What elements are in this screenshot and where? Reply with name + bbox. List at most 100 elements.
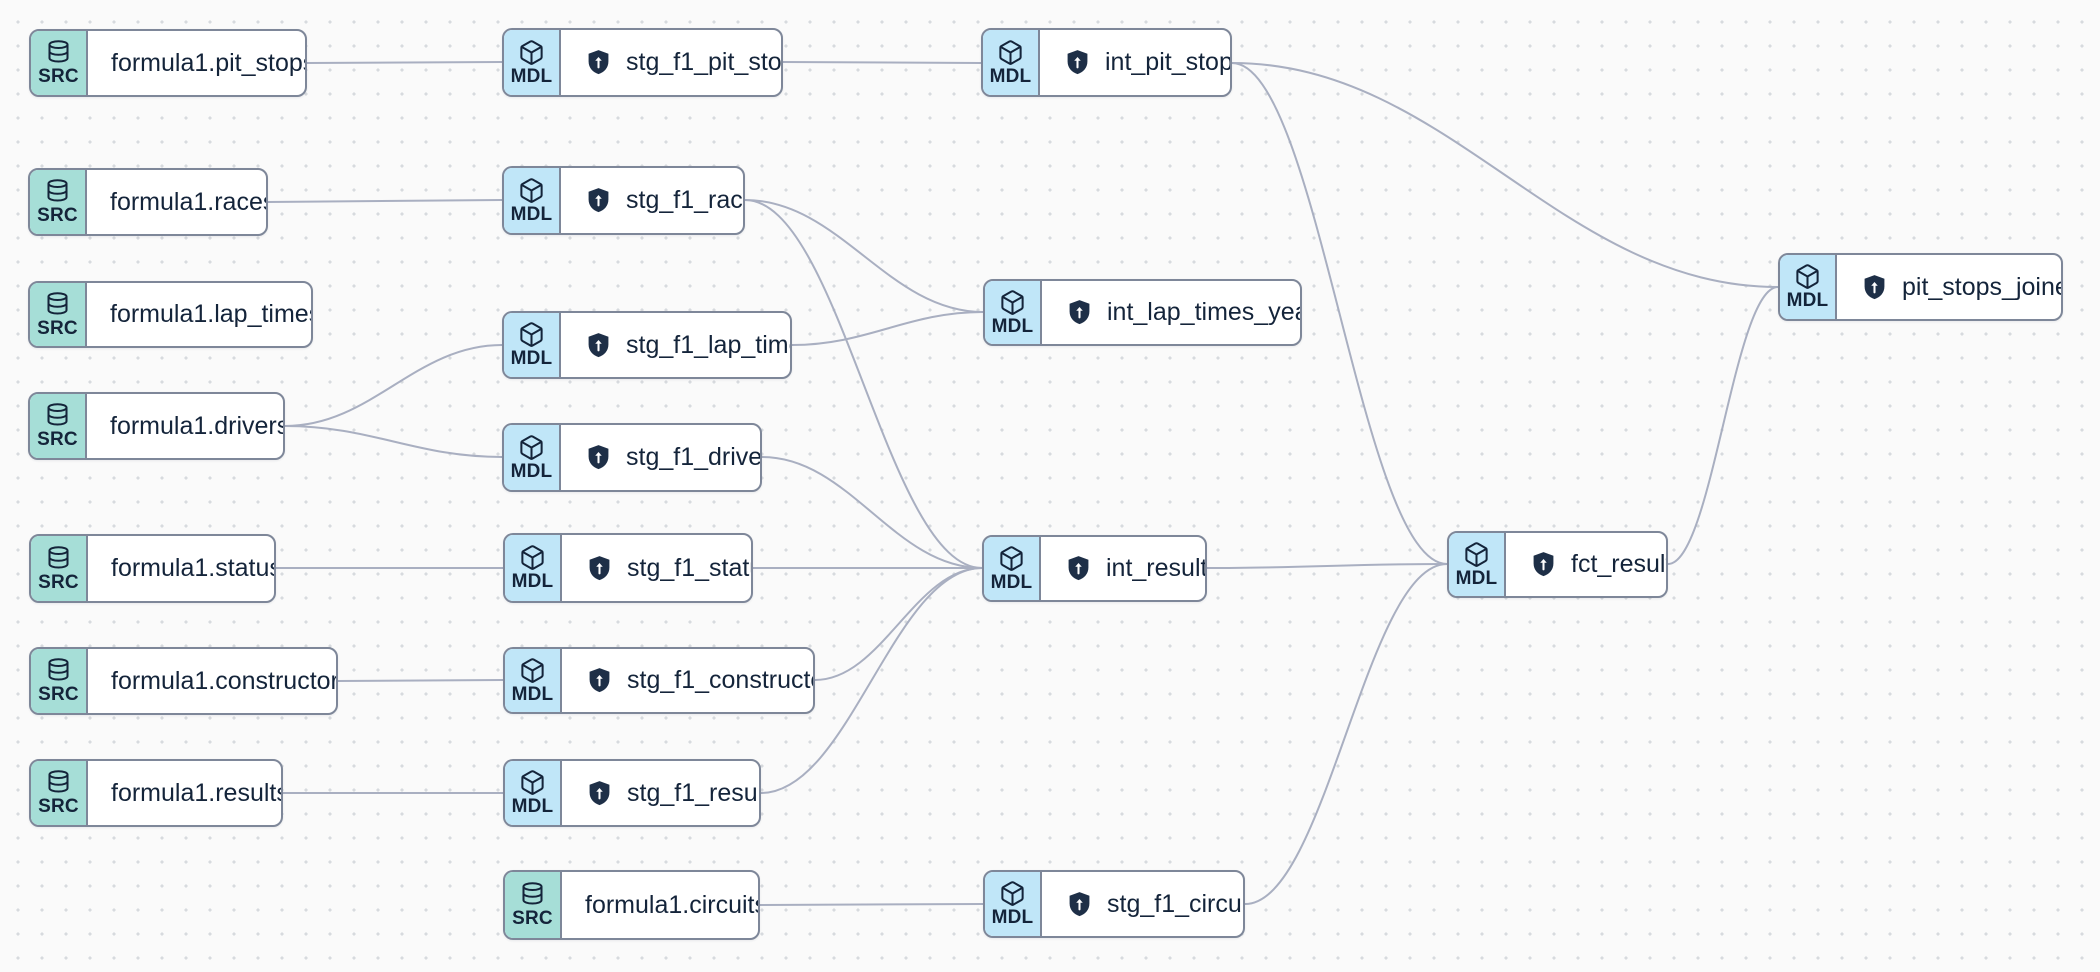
edge-stg_f1_races-int_results xyxy=(744,199,983,569)
node-formula1-constructors[interactable]: SRC formula1.constructors xyxy=(29,647,338,715)
edge-stg_f1_constructors-int_results xyxy=(814,567,983,681)
model-type-badge: MDL xyxy=(1449,533,1506,596)
cube-icon xyxy=(1463,541,1490,568)
edge-stg_f1_races-int_lap_times_years xyxy=(744,199,984,313)
badge-label: MDL xyxy=(990,571,1033,593)
source-type-badge: SRC xyxy=(30,283,87,346)
node-stg_f1_constructors[interactable]: MDL stg_f1_constructors xyxy=(503,647,815,714)
edge-int_pit_stops-fct_results xyxy=(1231,62,1448,565)
shield-icon xyxy=(1065,298,1094,327)
badge-label: MDL xyxy=(510,460,553,482)
node-label: formula1.lap_times xyxy=(110,300,311,328)
badge-label: MDL xyxy=(511,683,554,705)
badge-label: MDL xyxy=(510,348,553,370)
node-stg_f1_results[interactable]: MDL stg_f1_results xyxy=(503,759,761,827)
edge-formula1.drivers-stg_f1_drivers xyxy=(284,425,503,458)
node-int_results[interactable]: MDL int_results xyxy=(982,535,1207,602)
node-int_pit_stops[interactable]: MDL int_pit_stops xyxy=(981,28,1232,97)
node-label: formula1.constructors xyxy=(111,666,336,695)
source-type-badge: SRC xyxy=(31,536,88,601)
node-stg_f1_drivers[interactable]: MDL stg_f1_drivers xyxy=(502,423,762,492)
shield-icon xyxy=(1063,48,1092,77)
node-formula1-races[interactable]: SRC formula1.races xyxy=(28,168,268,236)
node-label: formula1.drivers xyxy=(110,411,283,440)
model-type-badge: MDL xyxy=(504,168,561,233)
badge-label: MDL xyxy=(510,203,553,225)
node-formula1-circuits[interactable]: SRC formula1.circuits xyxy=(503,870,760,940)
badge-label: MDL xyxy=(991,907,1034,929)
badge-label: SRC xyxy=(38,571,79,593)
database-icon xyxy=(44,178,71,205)
node-label: formula1.circuits xyxy=(585,890,758,919)
node-label: formula1.status xyxy=(111,554,274,582)
edge-formula1.pit_stops-stg_f1_pit_stops xyxy=(306,61,503,64)
edge-formula1.drivers-stg_f1_lap_times xyxy=(284,344,503,427)
database-icon xyxy=(44,402,71,429)
node-label: fct_results xyxy=(1571,550,1666,578)
badge-label: MDL xyxy=(991,315,1034,337)
database-icon xyxy=(45,39,72,66)
node-stg_f1_circuits[interactable]: MDL stg_f1_circuits xyxy=(983,870,1245,938)
badge-label: SRC xyxy=(38,684,79,706)
node-formula1-results[interactable]: SRC formula1.results xyxy=(29,759,283,827)
shield-icon xyxy=(1065,890,1094,919)
node-int_lap_times_years[interactable]: MDL int_lap_times_years xyxy=(983,279,1302,346)
cube-icon xyxy=(999,289,1026,316)
model-type-badge: MDL xyxy=(505,649,562,712)
model-type-badge: MDL xyxy=(1780,255,1837,319)
model-type-badge: MDL xyxy=(504,30,561,95)
badge-label: MDL xyxy=(511,571,554,593)
source-type-badge: SRC xyxy=(31,649,88,713)
node-stg_f1_lap_times[interactable]: MDL stg_f1_lap_times xyxy=(502,311,792,379)
node-label: stg_f1_pit_stops xyxy=(626,48,781,76)
node-formula1-drivers[interactable]: SRC formula1.drivers xyxy=(28,392,285,460)
cube-icon xyxy=(999,880,1026,907)
source-type-badge: SRC xyxy=(31,761,88,825)
node-label: pit_stops_joined xyxy=(1902,272,2061,301)
badge-label: SRC xyxy=(38,66,79,88)
edge-stg_f1_drivers-int_results xyxy=(761,456,983,569)
node-label: int_lap_times_years xyxy=(1107,298,1300,326)
cube-icon xyxy=(997,39,1024,66)
source-type-badge: SRC xyxy=(31,31,88,95)
node-formula1-lap_times[interactable]: SRC formula1.lap_times xyxy=(28,281,313,348)
node-stg_f1_status[interactable]: MDL stg_f1_status xyxy=(503,533,753,603)
node-label: int_results xyxy=(1106,554,1205,582)
node-fct_results[interactable]: MDL fct_results xyxy=(1447,531,1668,598)
node-label: stg_f1_constructors xyxy=(627,666,813,694)
shield-icon xyxy=(584,443,613,472)
node-label: formula1.pit_stops xyxy=(111,48,305,77)
node-label: stg_f1_results xyxy=(627,778,759,807)
model-type-badge: MDL xyxy=(984,537,1041,600)
source-type-badge: SRC xyxy=(505,872,562,938)
badge-label: SRC xyxy=(37,205,78,227)
node-formula1-pit_stops[interactable]: SRC formula1.pit_stops xyxy=(29,29,307,97)
shield-icon xyxy=(1529,550,1558,579)
edge-stg_f1_pit_stops-int_pit_stops xyxy=(782,61,982,64)
cube-icon xyxy=(1794,263,1821,290)
node-stg_f1_races[interactable]: MDL stg_f1_races xyxy=(502,166,745,235)
cube-icon xyxy=(519,769,546,796)
database-icon xyxy=(45,545,72,572)
badge-label: MDL xyxy=(1786,290,1829,312)
node-formula1-status[interactable]: SRC formula1.status xyxy=(29,534,276,603)
node-stg_f1_pit_stops[interactable]: MDL stg_f1_pit_stops xyxy=(502,28,783,97)
cube-icon xyxy=(518,177,545,204)
edge-formula1.circuits-stg_f1_circuits xyxy=(759,903,984,906)
model-type-badge: MDL xyxy=(505,761,562,825)
edge-stg_f1_results-int_results xyxy=(760,567,983,794)
cube-icon xyxy=(998,545,1025,572)
cube-icon xyxy=(519,544,546,571)
shield-icon xyxy=(584,48,613,77)
node-label: stg_f1_drivers xyxy=(626,443,760,471)
badge-label: SRC xyxy=(37,429,78,451)
database-icon xyxy=(519,881,546,908)
shield-icon xyxy=(585,666,614,695)
badge-label: SRC xyxy=(37,317,78,339)
edge-stg_f1_lap_times-int_lap_times_years xyxy=(791,311,984,346)
badge-label: MDL xyxy=(1455,567,1498,589)
model-type-badge: MDL xyxy=(985,872,1042,936)
node-pit_stops_joined[interactable]: MDL pit_stops_joined xyxy=(1778,253,2063,321)
